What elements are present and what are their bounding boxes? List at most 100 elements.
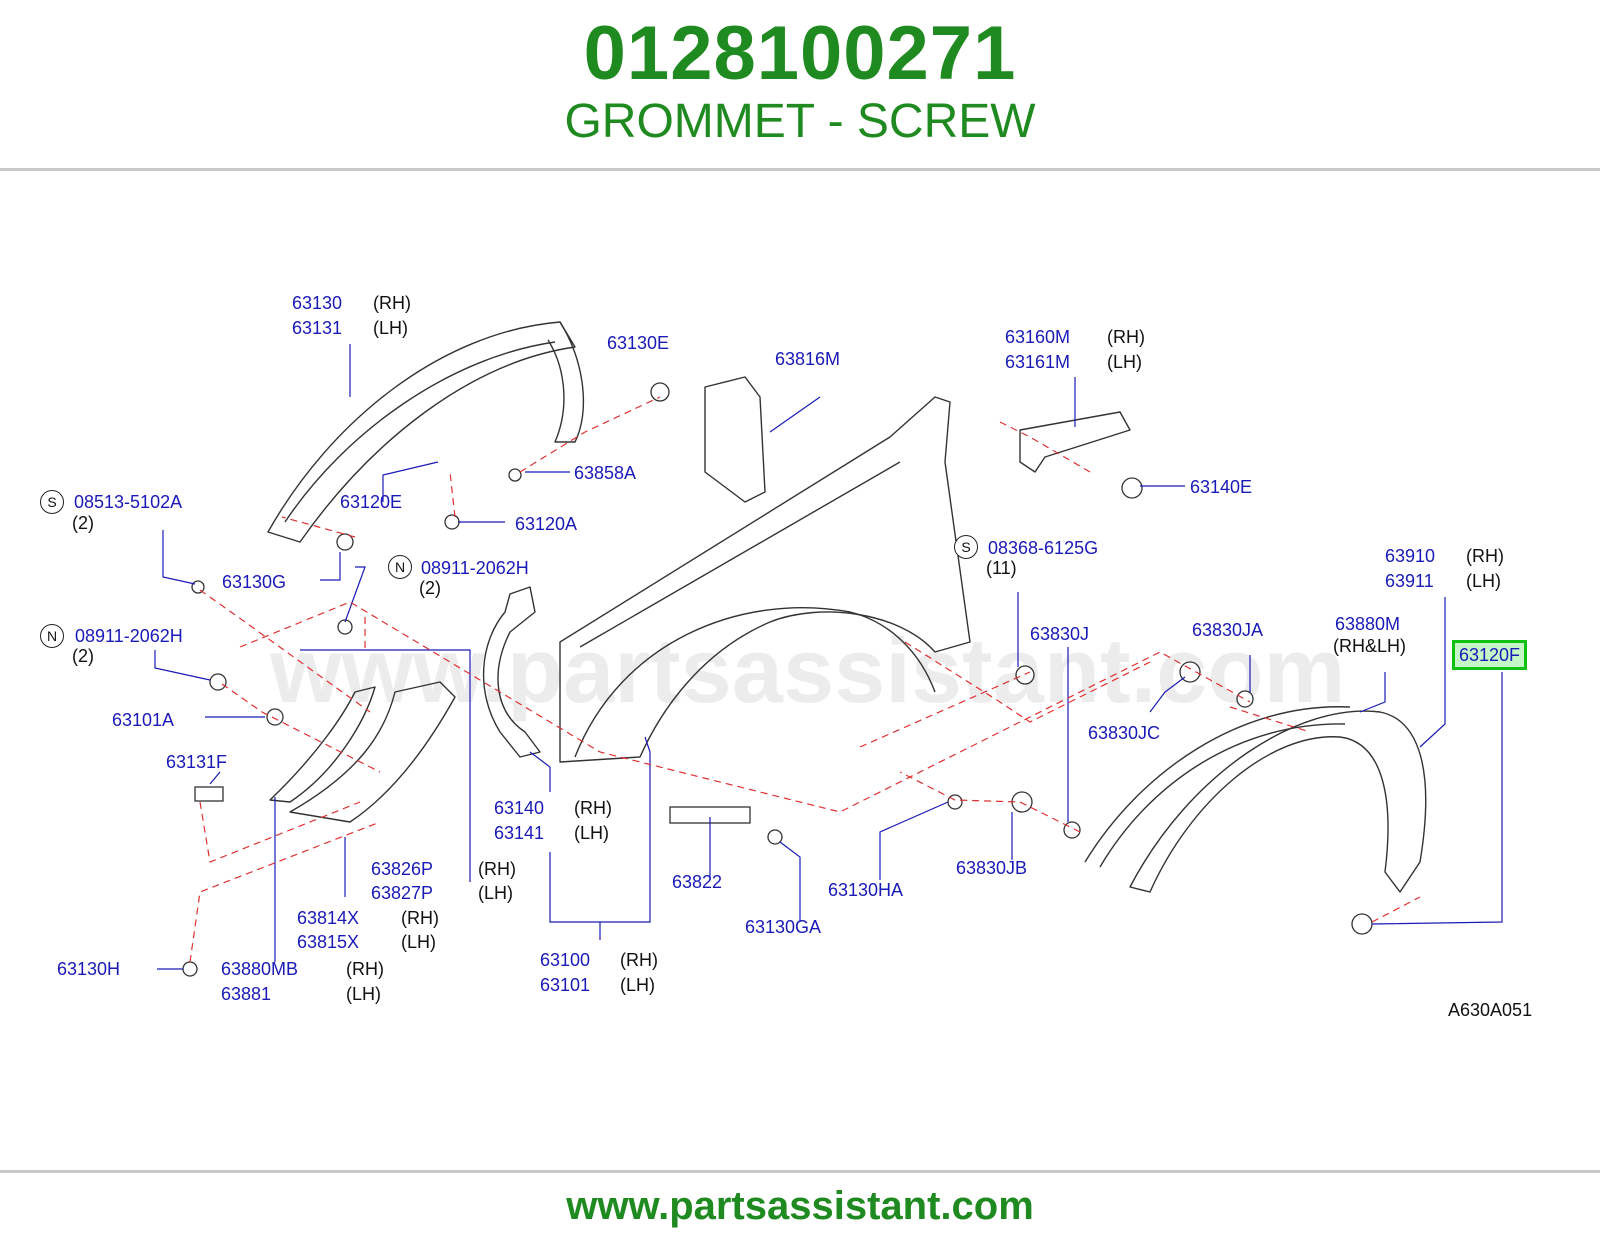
- note-rh: (RH): [1107, 327, 1145, 347]
- header: 0128100271 GROMMET - SCREW: [0, 0, 1600, 170]
- label-63131: 63131: [292, 318, 343, 338]
- screw-08368: [1015, 665, 1035, 685]
- clip-63130g: [336, 533, 354, 551]
- circle-s: S: [40, 490, 64, 514]
- label-63101a: 63101A: [112, 710, 175, 730]
- screw-63858a: [508, 468, 522, 482]
- fender-liner-back: [547, 321, 585, 443]
- note-qty-2: (2): [72, 646, 94, 666]
- diagram-code: A630A051: [1448, 1000, 1533, 1020]
- label-08368-6125g: 08368-6125G: [988, 538, 1099, 558]
- note-lh: (LH): [1466, 571, 1501, 591]
- label-63130h: 63130H: [57, 959, 121, 979]
- label-63910: 63910: [1385, 546, 1436, 566]
- clip-63131f: [194, 786, 224, 802]
- front-fender: [559, 396, 971, 763]
- label-63880m: 63880M: [1335, 614, 1401, 634]
- fender-liner-inner: [284, 341, 556, 523]
- highlighted-part-63120f[interactable]: 63120F: [1452, 640, 1528, 670]
- note-rh: (RH): [478, 859, 516, 879]
- note-qty-2: (2): [419, 578, 441, 598]
- label-63830ja: 63830JA: [1192, 620, 1264, 640]
- label-63161m: 63161M: [1005, 352, 1071, 372]
- clip-63101a: [266, 708, 284, 726]
- label-63100: 63100: [540, 950, 591, 970]
- bracket-63140: [482, 586, 541, 758]
- label-08911-2062h: 08911-2062H: [75, 626, 183, 646]
- label-63130g: 63130G: [222, 572, 287, 592]
- seal-63816m: [704, 376, 766, 503]
- leader-lines: [154, 344, 1503, 970]
- circle-n: N: [40, 624, 64, 648]
- fender-crease: [579, 461, 901, 648]
- note-lh: (LH): [1107, 352, 1142, 372]
- fender-arch: [574, 607, 936, 758]
- note-rh: (RH): [346, 959, 384, 979]
- arch-molding: [1129, 710, 1427, 893]
- part-number: 0128100271: [583, 11, 1017, 96]
- parts-diagram: www.partsassistant.com: [0, 172, 1600, 1168]
- note-lh: (LH): [401, 932, 436, 952]
- label-63815x: 63815X: [297, 932, 360, 952]
- fender-liner: [267, 321, 576, 543]
- note-rh: (RH): [373, 293, 411, 313]
- label-63911: 63911: [1385, 571, 1434, 591]
- circle-s: S: [954, 535, 978, 559]
- note-qty-11: (11): [986, 558, 1017, 578]
- label-63160m: 63160M: [1005, 327, 1071, 347]
- label-63822: 63822: [672, 872, 723, 892]
- part-name: GROMMET - SCREW: [564, 95, 1036, 148]
- label-08911-2062h: 08911-2062H: [421, 558, 529, 578]
- dashed-guides: [189, 396, 1421, 963]
- clip-63130ga: [767, 829, 783, 845]
- bracket-63160m: [1019, 411, 1131, 473]
- label-63140e: 63140E: [1190, 477, 1253, 497]
- arch-seal: [1084, 706, 1351, 863]
- bottom-divider: [0, 1170, 1600, 1173]
- footer-url[interactable]: www.partsassistant.com: [566, 1184, 1034, 1228]
- note-lh: (LH): [620, 975, 655, 995]
- label-63130e: 63130E: [607, 333, 670, 353]
- fasteners: [182, 382, 1373, 977]
- note-rh: (RH): [620, 950, 658, 970]
- screw-63130h: [182, 961, 198, 977]
- label-63830jc: 63830JC: [1088, 723, 1161, 743]
- label-63880mb: 63880MB: [221, 959, 299, 979]
- label-63858a: 63858A: [574, 463, 637, 483]
- label-63120e: 63120E: [340, 492, 403, 512]
- label-63826p: 63826P: [371, 859, 434, 879]
- mudguard: [289, 681, 456, 823]
- note-rh-and-lh: (RH&LH): [1333, 636, 1407, 656]
- label-63130ga: 63130GA: [745, 917, 822, 937]
- note-rh: (RH): [401, 908, 439, 928]
- label-63141: 63141: [494, 823, 545, 843]
- label-63101: 63101: [540, 975, 591, 995]
- label-63120a: 63120A: [515, 514, 578, 534]
- note-lh: (LH): [373, 318, 408, 338]
- splash-shield: [269, 686, 376, 803]
- label-63816m: 63816M: [775, 349, 841, 369]
- label-63830j: 63830J: [1030, 624, 1090, 644]
- part-outlines: [267, 321, 1427, 893]
- note-rh: (RH): [1466, 546, 1504, 566]
- label-63881: 63881: [221, 984, 272, 1004]
- clip-63130e: [650, 382, 670, 402]
- arch-seal-inner: [1099, 723, 1346, 868]
- label-63130: 63130: [292, 293, 343, 313]
- label-08513-5102a: 08513-5102A: [74, 492, 183, 512]
- screw-63120a: [444, 514, 460, 530]
- nut-08911b: [209, 673, 227, 691]
- label-63131f: 63131F: [166, 752, 228, 772]
- diagram-drawing: www.partsassistant.com: [154, 321, 1503, 977]
- circle-n: N: [388, 555, 412, 579]
- note-rh: (RH): [574, 798, 612, 818]
- grommet-63120f: [1351, 913, 1373, 935]
- screw-63830j: [1063, 821, 1081, 839]
- grommet-63830ja: [1236, 690, 1254, 708]
- label-63827p: 63827P: [371, 883, 434, 903]
- note-lh: (LH): [346, 984, 381, 1004]
- nut-08911a: [337, 619, 353, 635]
- label-63140: 63140: [494, 798, 545, 818]
- note-lh: (LH): [478, 883, 513, 903]
- label-63130ha: 63130HA: [828, 880, 904, 900]
